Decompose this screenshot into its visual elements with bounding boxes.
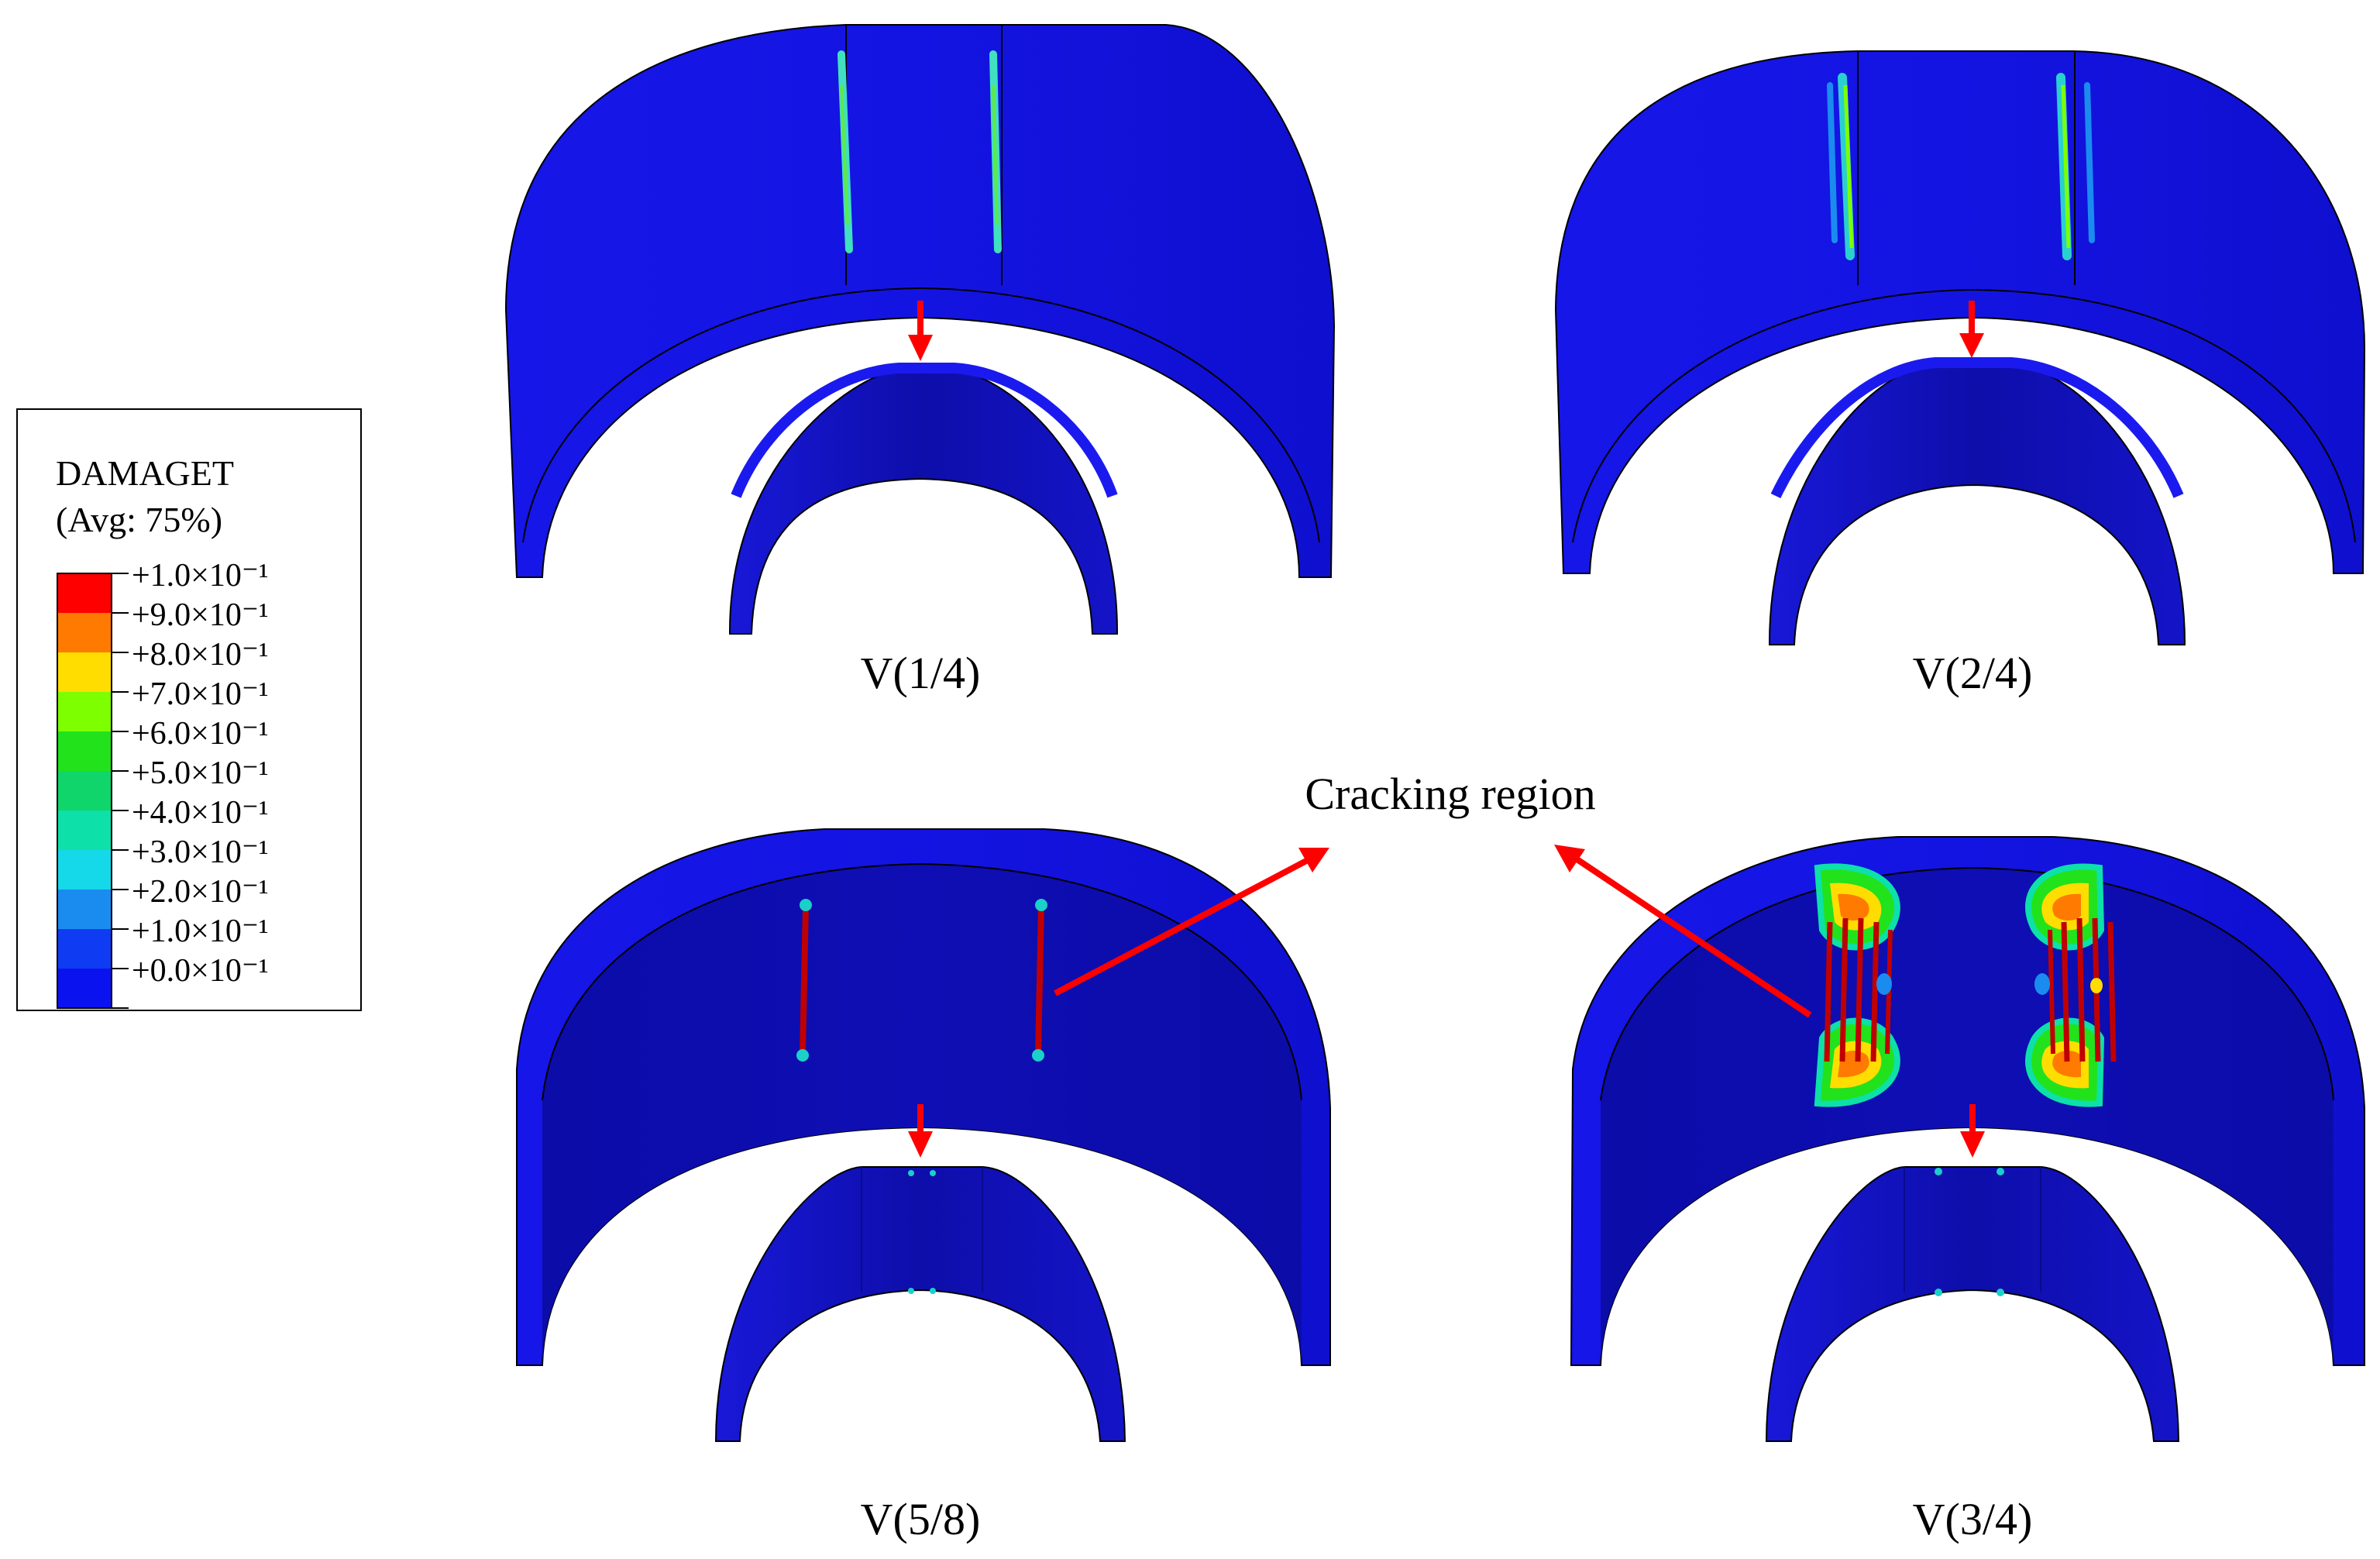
legend-value-label: +1.0×10⁻¹: [132, 558, 269, 594]
crack-tip: [908, 1288, 914, 1294]
annotation-arrow-left: [1054, 848, 1329, 996]
panel-v-5-8: V(5/8): [516, 828, 1331, 1544]
legend-value-label: +2.0×10⁻¹: [132, 874, 269, 910]
crack-line: [1843, 84, 1854, 249]
crack-line: [1838, 73, 1855, 260]
legend-swatch: [57, 890, 112, 929]
inner-ring-top-face: [731, 363, 1118, 498]
legend-swatch: [57, 692, 112, 731]
crack-line: [992, 84, 999, 225]
crack-tip: [1035, 899, 1047, 911]
damage-zone-left: [1814, 863, 1900, 1107]
legend-title: DAMAGET: [56, 453, 234, 493]
legend-value-label: +6.0×10⁻¹: [132, 716, 269, 752]
legend-bar-frame: [57, 573, 112, 1009]
panel-label: V(5/8): [861, 1494, 981, 1544]
damage-zone-right: [2025, 863, 2117, 1107]
legend: DAMAGET (Avg: 75%) +1.0×10⁻¹+9.0×10⁻¹+8.…: [16, 408, 362, 1011]
inner-ring: [1769, 362, 2186, 645]
segment-inner-edge: [542, 862, 1302, 1101]
legend-swatch: [57, 771, 112, 810]
legend-swatch: [57, 969, 112, 1008]
crack-line: [840, 84, 849, 225]
panel-v-2-4: V(2/4): [1554, 50, 2366, 698]
crack-line: [1827, 82, 1838, 243]
panel-v-3-4: V(3/4): [1570, 836, 2365, 1544]
crack-tip: [1935, 1168, 1942, 1175]
annotation-arrow-right: [1554, 845, 1812, 1018]
inner-ring-top-face: [1770, 357, 2184, 499]
legend-swatch: [57, 810, 112, 850]
crack-line: [2061, 84, 2071, 249]
legend-swatch: [57, 850, 112, 890]
legend-subtitle: (Avg: 75%): [56, 500, 222, 539]
legend-value-label: +0.0×10⁻¹: [132, 953, 269, 989]
legend-swatch: [57, 929, 112, 969]
down-arrow: [908, 1104, 933, 1158]
legend-value-label: +4.0×10⁻¹: [132, 795, 269, 831]
legend-swatch: [57, 731, 112, 771]
legend-entries: +1.0×10⁻¹+9.0×10⁻¹+8.0×10⁻¹+7.0×10⁻¹+6.0…: [57, 558, 269, 1009]
legend-value-label: +8.0×10⁻¹: [132, 637, 269, 673]
inner-ring: [1765, 1166, 2180, 1442]
crack-line: [1035, 906, 1044, 1055]
outer-segment-inner-face: [1601, 868, 2334, 1365]
legend-value-label: +5.0×10⁻¹: [132, 755, 269, 791]
legend-swatch: [57, 573, 112, 613]
crack-tip: [796, 1049, 809, 1062]
legend-value-label: +9.0×10⁻¹: [132, 597, 269, 633]
legend-swatch: [57, 613, 112, 652]
panel-v-1-4: V(1/4): [504, 24, 1336, 698]
legend-value-label: +3.0×10⁻¹: [132, 835, 269, 870]
crack-tip: [800, 899, 812, 911]
crack-tip: [930, 1170, 936, 1176]
panel-label: V(2/4): [1913, 648, 2033, 698]
legend-value-label: +1.0×10⁻¹: [132, 914, 269, 949]
crack-line: [2084, 82, 2095, 243]
crack-tip: [1997, 1168, 2004, 1175]
legend-swatch: [57, 652, 112, 692]
cracking-region-annotation: Cracking region: [1054, 769, 1812, 1018]
inner-ring: [729, 367, 1118, 635]
crack-tip: [1935, 1289, 1942, 1296]
crack-tip: [1997, 1289, 2004, 1296]
segment-inner-edge: [1600, 866, 2334, 1101]
legend-value-label: +7.0×10⁻¹: [132, 676, 269, 712]
crack-line: [800, 906, 809, 1055]
crack-tip: [1032, 1049, 1044, 1062]
segment-inner-edge: [1572, 288, 2356, 543]
down-arrow: [1959, 301, 1984, 358]
panel-label: V(3/4): [1913, 1494, 2033, 1544]
annotation-label: Cracking region: [1305, 769, 1595, 819]
panel-label: V(1/4): [861, 648, 981, 698]
inner-ring: [714, 1166, 1126, 1442]
down-arrow: [1960, 1104, 1985, 1158]
segment-inner-edge: [522, 287, 1320, 543]
down-arrow: [908, 301, 933, 361]
outer-segment: [1554, 50, 2366, 574]
crack-tip: [930, 1288, 936, 1294]
crack-tip: [908, 1170, 914, 1176]
